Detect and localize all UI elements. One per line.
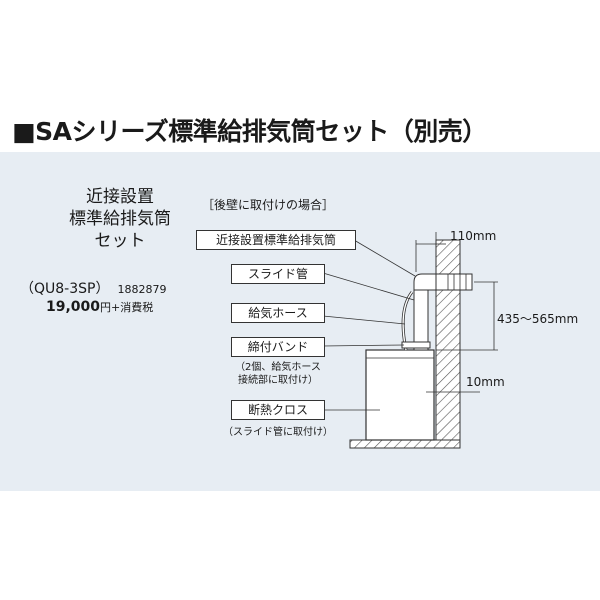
label-slide-pipe: スライド管 <box>231 264 325 284</box>
label-flue: 近接設置標準給排気筒 <box>196 230 356 250</box>
leader-band <box>322 344 405 347</box>
dim-range: 435～565mm <box>497 312 579 326</box>
dim-110mm: 110mm <box>450 229 497 243</box>
label-insulation: 断熱クロス <box>231 400 325 420</box>
band-note: （2個、給気ホース 接続部に取付け） <box>224 361 332 387</box>
heater-unit <box>365 349 435 441</box>
label-supply-hose: 給気ホース <box>231 303 325 323</box>
product-name-line3: セット <box>94 231 146 251</box>
model-number: （QU8-3SP） <box>20 281 110 297</box>
diagram-heading: ［後壁に取付けの場合］ <box>202 198 335 212</box>
dim-10mm: 10mm <box>466 375 505 389</box>
band-note-line1: （2個、給気ホース <box>235 362 321 373</box>
product-model: （QU8-3SP） 1882879 <box>20 278 166 298</box>
clamp-band <box>401 341 431 349</box>
insulation-note: （スライド管に取付け） <box>223 427 333 438</box>
leader-slide-pipe <box>322 272 415 301</box>
leader-flue <box>353 239 416 277</box>
product-name: 近接設置 標準給排気筒 セット <box>40 186 200 252</box>
band-note-line2: 接続部に取付け） <box>238 375 318 386</box>
slide-pipe <box>413 289 429 351</box>
label-band: 締付バンド <box>231 337 325 357</box>
price-suffix: 円+消費税 <box>100 301 154 314</box>
product-code: 1882879 <box>117 283 167 296</box>
leader-supply-hose <box>322 315 406 325</box>
floor <box>349 439 461 449</box>
product-name-line1: 近接設置 <box>86 187 154 207</box>
product-name-line2: 標準給排気筒 <box>69 209 171 229</box>
flue-elbow <box>413 273 437 291</box>
product-price: 19,000円+消費税 <box>46 299 153 315</box>
wall <box>435 239 461 441</box>
page-title: ■SAシリーズ標準給排気筒セット（別売） <box>12 117 487 146</box>
price-value: 19,000 <box>46 299 101 315</box>
